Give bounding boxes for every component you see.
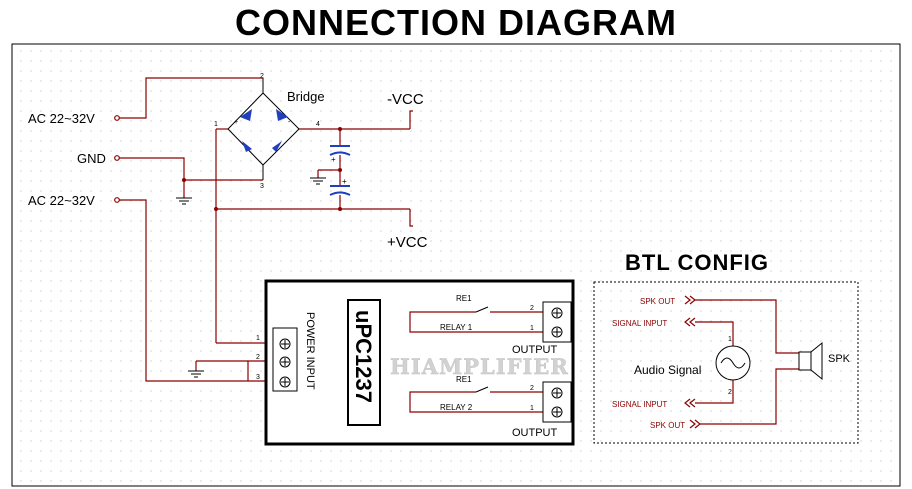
svg-text:1: 1 <box>728 336 732 343</box>
output-label-2: OUTPUT <box>512 427 558 439</box>
btl-spk-out-bottom: SPK OUT <box>650 421 685 430</box>
btl-signal-input-bottom: SIGNAL INPUT <box>612 400 667 409</box>
btl-title: BTL CONFIG <box>625 250 769 275</box>
svg-text:1: 1 <box>530 325 534 332</box>
diagram-title: CONNECTION DIAGRAM <box>235 2 677 43</box>
svg-text:-: - <box>288 119 291 126</box>
capacitor-c2: + <box>329 177 351 196</box>
svg-text:+: + <box>234 119 238 126</box>
amplifier-module: 1 2 3 POWER INPUT uPC1237 HIAMPLIFIER RE… <box>256 279 575 446</box>
relay2-ref: RE1 <box>456 375 472 384</box>
svg-text:2: 2 <box>530 305 534 312</box>
svg-text:4: 4 <box>316 121 320 128</box>
power-wires <box>119 77 413 382</box>
svg-text:GND: GND <box>77 151 106 166</box>
relay1-ref: RE1 <box>456 294 472 303</box>
power-input-label: POWER INPUT <box>304 312 316 390</box>
junction-dots <box>182 127 342 211</box>
speaker-icon <box>798 351 812 371</box>
bridge-rectifier: + - Bridge 2 1 3 4 <box>214 73 325 190</box>
output-label-1: OUTPUT <box>512 344 558 356</box>
svg-text:1: 1 <box>256 335 260 342</box>
btl-config-panel: SPK OUT SIGNAL INPUT Audio Signal SIGNAL… <box>593 281 859 444</box>
svg-text:AC 22~32V: AC 22~32V <box>28 111 95 126</box>
chip-box <box>347 299 381 426</box>
bridge-label: Bridge <box>287 89 325 104</box>
svg-text:+: + <box>342 177 347 186</box>
chip-label: uPC1237 <box>351 310 376 403</box>
svg-text:+: + <box>331 155 336 164</box>
ground-symbol-2 <box>310 177 326 185</box>
neg-vcc-label: -VCC <box>387 91 424 108</box>
relay2-label: RELAY 2 <box>440 403 473 412</box>
svg-text:1: 1 <box>530 405 534 412</box>
svg-text:2: 2 <box>256 354 260 361</box>
svg-text:AC 22~32V: AC 22~32V <box>28 193 95 208</box>
btl-signal-input-top: SIGNAL INPUT <box>612 319 667 328</box>
btl-spk-out-top: SPK OUT <box>640 297 675 306</box>
ground-symbol-3 <box>188 370 204 378</box>
relay1-label: RELAY 1 <box>440 323 473 332</box>
svg-text:2: 2 <box>728 389 732 396</box>
ground-symbol-1 <box>176 197 192 205</box>
svg-text:1: 1 <box>214 121 218 128</box>
input-gnd: GND <box>77 151 120 166</box>
pos-vcc-label: +VCC <box>387 234 428 251</box>
input-ac-bottom: AC 22~32V <box>28 193 120 208</box>
capacitor-c1: + <box>329 145 351 164</box>
svg-text:3: 3 <box>260 183 264 190</box>
watermark: HIAMPLIFIER <box>390 354 569 379</box>
btl-spk-label: SPK <box>828 353 851 365</box>
svg-text:2: 2 <box>530 385 534 392</box>
btl-audio-signal: Audio Signal <box>634 363 701 377</box>
svg-text:2: 2 <box>260 73 264 80</box>
svg-text:3: 3 <box>256 374 260 381</box>
